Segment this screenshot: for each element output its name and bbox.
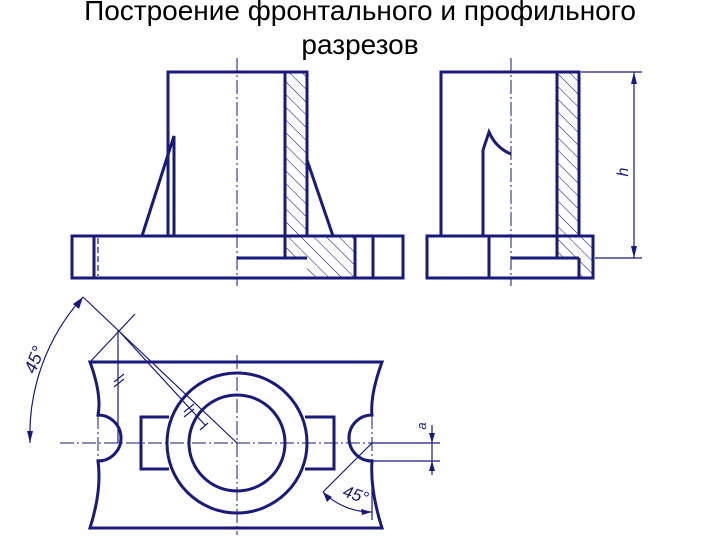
tick-3: [183, 403, 195, 413]
angle-arc-bottom-arrow2: [361, 509, 372, 515]
profile-wall-hatch: [557, 72, 579, 236]
dim-a-label: a: [414, 422, 429, 429]
tick-1: [113, 373, 125, 383]
front-section-view: [70, 58, 405, 286]
construction-bottom-diagonal: [322, 442, 373, 493]
profile-section-view: h: [425, 58, 642, 286]
slide-title-line1: Построение фронтального и профильного: [84, 0, 636, 26]
construction-diagonal: [82, 296, 238, 444]
front-rib-left: [140, 135, 176, 237]
top-outline: [87, 360, 385, 530]
angle-arc-top: [29, 296, 84, 444]
slide-title: Построение фронтального и профильного ра…: [0, 0, 720, 62]
angle-arc-top-arrow1: [27, 431, 33, 443]
construction-slant: [117, 329, 206, 426]
tick-5: [199, 422, 209, 431]
angle-arc-top-arrow2: [73, 297, 83, 309]
profile-base-outline: [425, 234, 595, 280]
dim-a-arrow-top: [429, 433, 435, 443]
top-rib-left: [139, 415, 169, 471]
dim-a-arrow-bottom: [429, 461, 435, 471]
tick-4: [183, 408, 195, 418]
front-wall-hatch: [285, 72, 307, 236]
dim-h-arrow-top: [631, 72, 637, 84]
dim-h-arrow-bottom: [631, 246, 637, 258]
profile-rib-curve: [481, 127, 512, 156]
dim-h-label: h: [615, 167, 632, 176]
top-view: 45° a 45°: [20, 296, 440, 535]
construction-short: [89, 313, 136, 363]
front-rib-right: [305, 159, 335, 237]
angle-label-top: 45°: [20, 343, 49, 376]
front-base-hatch: [285, 236, 355, 278]
angle-arc-bottom-arrow1: [323, 492, 332, 502]
tick-2: [113, 378, 125, 388]
angle-label-bottom: 45°: [341, 482, 372, 508]
slide-title-line2: разрезов: [301, 29, 419, 60]
profile-body-outline: [439, 70, 581, 236]
